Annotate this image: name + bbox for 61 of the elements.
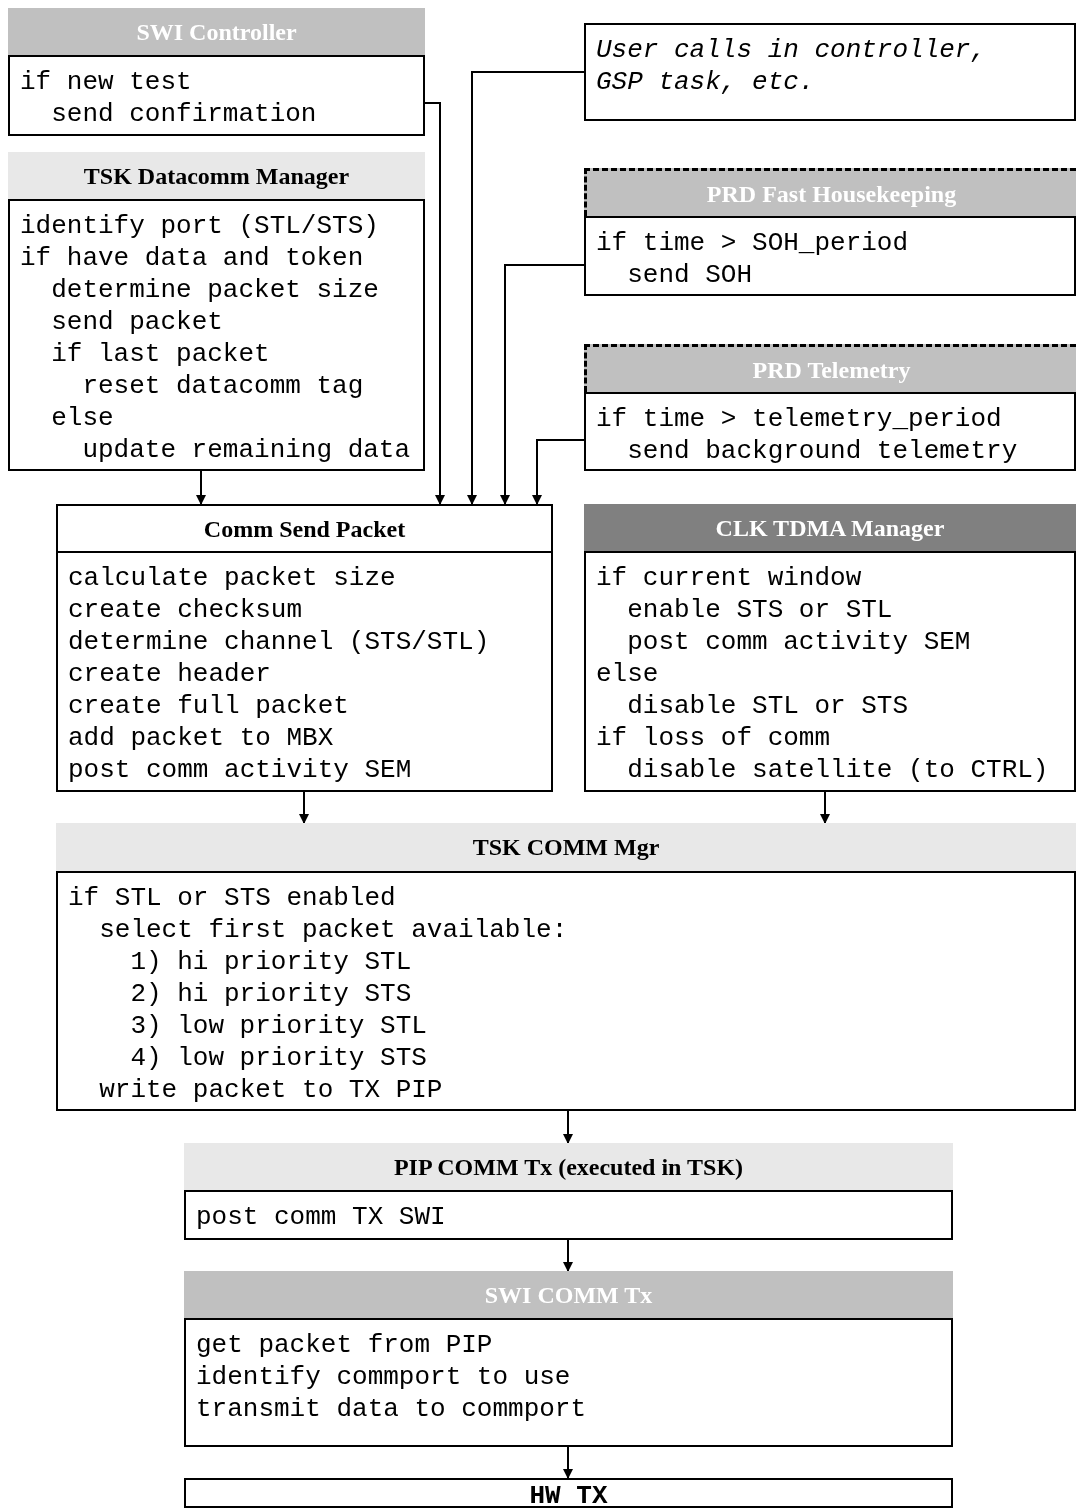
block-header: SWI COMM Tx bbox=[184, 1271, 953, 1318]
code-line: disable satellite (to CTRL) bbox=[626, 754, 1050, 786]
code-line: else bbox=[50, 402, 115, 434]
block-header: TSK COMM Mgr bbox=[56, 823, 1076, 871]
code-line: HW TX bbox=[528, 1480, 609, 1510]
arrow bbox=[820, 791, 830, 824]
block-header: PRD Telemetry bbox=[584, 344, 1076, 392]
code-line: update remaining data bbox=[81, 434, 412, 466]
arrow bbox=[467, 71, 585, 505]
code-line: get packet from PIP bbox=[196, 1329, 494, 1361]
code-line: determine channel (STS/STL) bbox=[68, 626, 491, 658]
code-line: send background telemetry bbox=[626, 435, 1019, 467]
code-line: send SOH bbox=[626, 259, 754, 291]
code-line: identify port (STL/STS) bbox=[20, 210, 380, 242]
code-line: if have data and token bbox=[20, 242, 365, 274]
code-line: 2) hi priority STS bbox=[129, 978, 413, 1010]
code-line: if STL or STS enabled bbox=[68, 882, 397, 914]
block-header: SWI Controller bbox=[8, 8, 425, 55]
block-header: Comm Send Packet bbox=[56, 504, 553, 551]
code-line: disable STL or STS bbox=[626, 690, 910, 722]
code-line: if time > telemetry_period bbox=[596, 403, 1003, 435]
code-line: send confirmation bbox=[50, 98, 318, 130]
code-line: add packet to MBX bbox=[68, 722, 335, 754]
code-line: select first packet available: bbox=[98, 914, 569, 946]
code-line: else bbox=[596, 658, 660, 690]
arrow bbox=[299, 791, 309, 824]
code-line: determine packet size bbox=[50, 274, 380, 306]
arrow bbox=[563, 1239, 573, 1272]
block-header: CLK TDMA Manager bbox=[584, 504, 1076, 551]
arrow bbox=[563, 1446, 573, 1479]
arrow bbox=[424, 102, 445, 505]
code-line: 4) low priority STS bbox=[129, 1042, 428, 1074]
code-line: create full packet bbox=[68, 690, 350, 722]
code-line: if new test bbox=[20, 66, 193, 98]
block-header: PRD Fast Housekeeping bbox=[584, 168, 1076, 216]
code-line: post comm activity SEM bbox=[68, 754, 413, 786]
code-line: if loss of comm bbox=[596, 722, 832, 754]
code-line: calculate packet size bbox=[68, 562, 397, 594]
code-line: 3) low priority STL bbox=[129, 1010, 428, 1042]
block-header: PIP COMM Tx (executed in TSK) bbox=[184, 1143, 953, 1190]
code-line: post comm TX SWI bbox=[196, 1201, 447, 1233]
code-line: transmit data to commport bbox=[196, 1393, 588, 1425]
code-line: create checksum bbox=[68, 594, 304, 626]
code-line: 1) hi priority STL bbox=[129, 946, 413, 978]
arrow bbox=[563, 1110, 573, 1144]
code-line: send packet bbox=[50, 306, 224, 338]
code-line: if last packet bbox=[50, 338, 271, 370]
code-line: if time > SOH_period bbox=[596, 227, 910, 259]
code-line: User calls in controller, bbox=[596, 34, 988, 66]
code-line: post comm activity SEM bbox=[626, 626, 972, 658]
code-line: if current window bbox=[596, 562, 863, 594]
code-line: identify commport to use bbox=[196, 1361, 572, 1393]
arrow bbox=[532, 439, 585, 505]
arrow bbox=[500, 264, 585, 505]
block-header: TSK Datacomm Manager bbox=[8, 152, 425, 199]
code-line: write packet to TX PIP bbox=[98, 1074, 444, 1106]
code-line: enable STS or STL bbox=[626, 594, 894, 626]
arrow bbox=[196, 470, 206, 505]
code-line: GSP task, etc. bbox=[596, 66, 816, 98]
code-line: create header bbox=[68, 658, 272, 690]
code-line: reset datacomm tag bbox=[81, 370, 365, 402]
